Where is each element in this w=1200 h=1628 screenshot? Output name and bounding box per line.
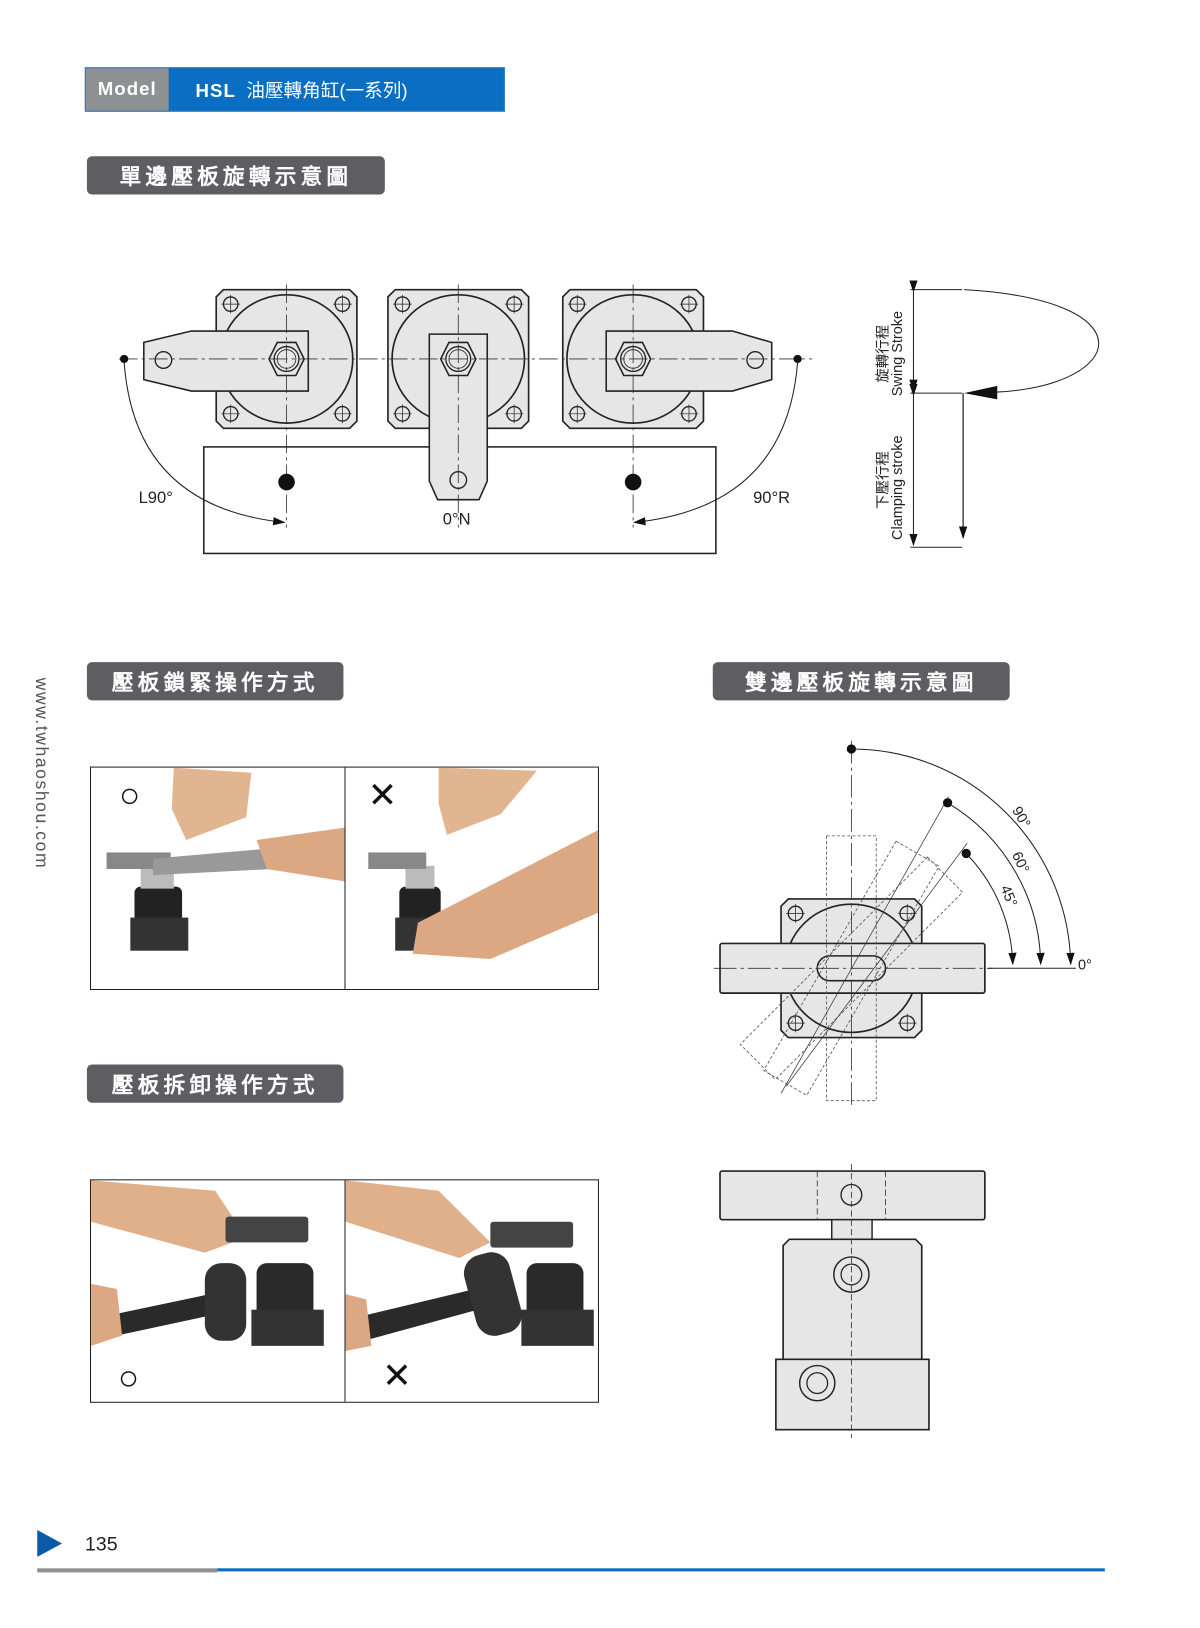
- correct-mark: ○: [117, 1358, 140, 1398]
- page-number: 135: [84, 1534, 118, 1556]
- swing-stroke-en: Swing Stroke: [890, 311, 906, 396]
- section-title-single-swing: 單邊壓板旋轉示意圖: [86, 156, 385, 195]
- label-center-0: 0°N: [443, 509, 471, 528]
- angle-90: 90°: [1008, 804, 1033, 831]
- model-code: HSL: [195, 80, 236, 101]
- swing-stroke-cn: 旋轉行程: [875, 325, 892, 383]
- wrong-mark: ✕: [367, 775, 398, 816]
- wrong-mark: ✕: [382, 1356, 412, 1396]
- side-view-diagram: [719, 1163, 986, 1438]
- label-right-90: 90°R: [753, 488, 790, 507]
- correct-mark: ○: [118, 775, 141, 816]
- label-left-90: L90°: [139, 488, 173, 507]
- model-header-bar: Model HSL 油壓轉角缸(一系列): [84, 67, 505, 112]
- clamp-left-position: [143, 290, 357, 429]
- model-title: HSL 油壓轉角缸(一系列): [196, 76, 408, 103]
- remove-method-photos: ○ ✕: [90, 1179, 599, 1403]
- clamp-right-position: [563, 290, 773, 429]
- clamping-stroke-en: Clamping stroke: [890, 435, 906, 540]
- page-arrow-icon: [37, 1530, 63, 1557]
- model-label: Model: [85, 68, 169, 111]
- angle-0: 0°: [1078, 957, 1092, 973]
- footer-rule-blue: [217, 1568, 1105, 1572]
- footer-rule-gray: [37, 1568, 218, 1573]
- lock-correct-photo: ○: [91, 767, 344, 989]
- double-swing-diagram: 90° 60° 45° 0°: [713, 740, 1092, 1109]
- lock-method-photos: ○ ✕: [90, 766, 599, 991]
- clamping-stroke-cn: 下壓行程: [875, 451, 892, 509]
- angle-45: 45°: [997, 883, 1020, 909]
- single-swing-diagram: L90° 0°N 90°R: [118, 284, 813, 555]
- lock-wrong-photo: ✕: [343, 767, 598, 989]
- model-name: 油壓轉角缸(一系列): [246, 80, 408, 101]
- section-title-double-swing: 雙邊壓板旋轉示意圖: [712, 662, 1010, 701]
- remove-correct-photo: ○: [91, 1180, 344, 1401]
- stroke-diagram: 旋轉行程 Swing Stroke 下壓行程 Clamping stroke: [875, 280, 1100, 548]
- section-title-lock-method: 壓板鎖緊操作方式: [86, 662, 344, 701]
- section-title-remove-method: 壓板拆卸操作方式: [86, 1064, 344, 1103]
- remove-wrong-photo: ✕: [343, 1180, 598, 1402]
- angle-60: 60°: [1008, 849, 1032, 876]
